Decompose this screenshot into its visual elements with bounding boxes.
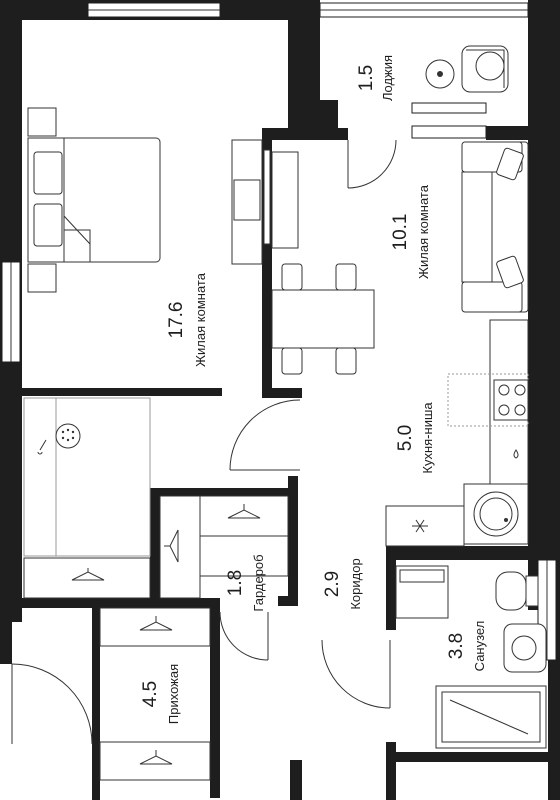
room-label-corridor: 2.9 Коридор bbox=[322, 558, 363, 609]
room-name: Жилая комната bbox=[193, 272, 208, 367]
nightstand bbox=[27, 107, 57, 137]
sink bbox=[503, 623, 547, 673]
room-name: Гардероб bbox=[251, 554, 266, 611]
nightstand bbox=[27, 263, 57, 293]
room-label-bedroom: 17.6 Жилая комната bbox=[166, 272, 208, 367]
room-label-bathroom: 3.8 Санузел bbox=[446, 621, 487, 672]
washing-machine bbox=[395, 565, 449, 619]
dining-table bbox=[271, 289, 375, 349]
room-label-wardrobe: 1.8 Гардероб bbox=[225, 554, 266, 611]
bathroom-fixtures bbox=[395, 565, 547, 749]
loggia-furniture bbox=[425, 45, 509, 93]
bedroom-furniture bbox=[23, 107, 299, 599]
room-label-loggia: 1.5 Лоджия bbox=[356, 55, 395, 101]
room-area: 1.5 bbox=[356, 65, 377, 91]
room-name: Санузел bbox=[472, 621, 487, 672]
room-name: Коридор bbox=[348, 558, 363, 609]
entrance-opening bbox=[100, 779, 210, 800]
room-label-kitchen: 5.0 Кухня-ниша bbox=[395, 402, 435, 474]
room-name: Кухня-ниша bbox=[420, 402, 435, 474]
room-area: 5.0 bbox=[395, 425, 416, 451]
room-name: Жилая комната bbox=[416, 184, 431, 279]
room-area: 17.6 bbox=[166, 302, 187, 339]
room-label-hallway: 4.5 Прихожая bbox=[140, 664, 181, 724]
room-area: 4.5 bbox=[140, 681, 161, 707]
room-name: Прихожая bbox=[166, 664, 181, 724]
room-area: 10.1 bbox=[390, 214, 411, 251]
kitchen-furniture bbox=[385, 319, 529, 547]
hallway-furniture bbox=[99, 607, 211, 781]
doors bbox=[11, 139, 397, 745]
room-area: 2.9 bbox=[322, 571, 343, 597]
toilet bbox=[495, 571, 527, 611]
room-label-living: 10.1 Жилая комната bbox=[390, 184, 431, 279]
shower bbox=[435, 685, 547, 749]
bedroom-closet bbox=[23, 557, 151, 599]
living-furniture bbox=[271, 141, 529, 375]
room-name: Лоджия bbox=[380, 55, 395, 101]
room-area: 3.8 bbox=[446, 633, 467, 659]
wardrobe-furniture bbox=[159, 495, 289, 599]
room-area: 1.8 bbox=[225, 570, 246, 596]
